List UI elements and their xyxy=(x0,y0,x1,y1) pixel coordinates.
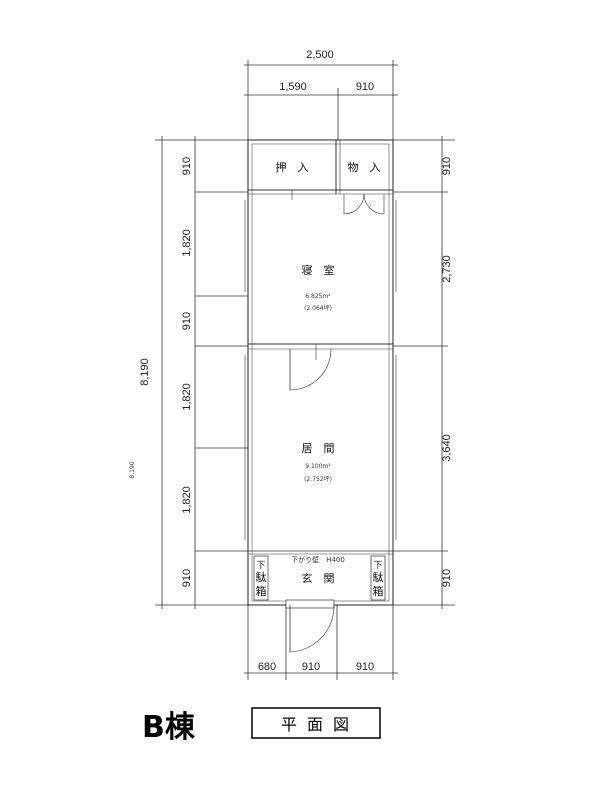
dim-top-total: 2,500 xyxy=(306,49,334,61)
dim-right-seg: 2,730 xyxy=(441,255,453,283)
shoe-box-right-mid: 駄 xyxy=(373,570,384,584)
closet-left-label: 押 入 xyxy=(276,160,309,174)
dim-left-total: 8,190 xyxy=(139,358,151,386)
shoe-box-left-top: 下 xyxy=(256,561,265,571)
dim-bottom-seg: 680 xyxy=(258,661,276,673)
bedroom-tsubo: (2.064坪) xyxy=(304,304,332,312)
plan-title-box xyxy=(251,707,381,739)
building-title: B棟 xyxy=(142,710,196,745)
dim-left-outer-small: 8,190 xyxy=(129,461,136,478)
plan-title: 平面図 xyxy=(281,715,359,734)
bedroom-area: 6.825m² xyxy=(305,293,331,300)
dim-right-seg: 910 xyxy=(441,569,453,587)
dim-bottom-seg: 910 xyxy=(302,661,320,673)
dim-bottom-seg: 910 xyxy=(356,661,374,673)
entrance-note: 下がり壁 H400 xyxy=(291,555,345,564)
dim-right-seg: 910 xyxy=(441,157,453,175)
living-name: 居 間 xyxy=(302,442,335,455)
living-tsubo: (2.752坪) xyxy=(304,475,332,483)
dim-left-seg: 1,820 xyxy=(181,486,193,514)
dim-left-seg: 1,820 xyxy=(181,383,193,411)
dim-top-right: 910 xyxy=(356,81,374,93)
closet-right-label: 物 入 xyxy=(348,160,381,174)
bedroom-name: 寝 室 xyxy=(302,263,335,277)
entrance-name: 玄 関 xyxy=(302,571,335,585)
dim-left-seg: 910 xyxy=(181,312,193,330)
shoe-box-left-bot: 箱 xyxy=(256,584,267,598)
dim-right-seg: 3,640 xyxy=(441,434,453,462)
shoe-box-right-top: 下 xyxy=(373,561,382,571)
dim-left-seg: 1,820 xyxy=(181,229,193,257)
shoe-box-right-bot: 箱 xyxy=(373,584,384,598)
dim-left-seg: 910 xyxy=(181,569,193,587)
dim-left-seg: 910 xyxy=(181,157,193,175)
living-area: 9.100m² xyxy=(305,463,331,470)
dim-top-left: 1,590 xyxy=(279,81,307,93)
shoe-box-left-mid: 駄 xyxy=(256,570,267,584)
